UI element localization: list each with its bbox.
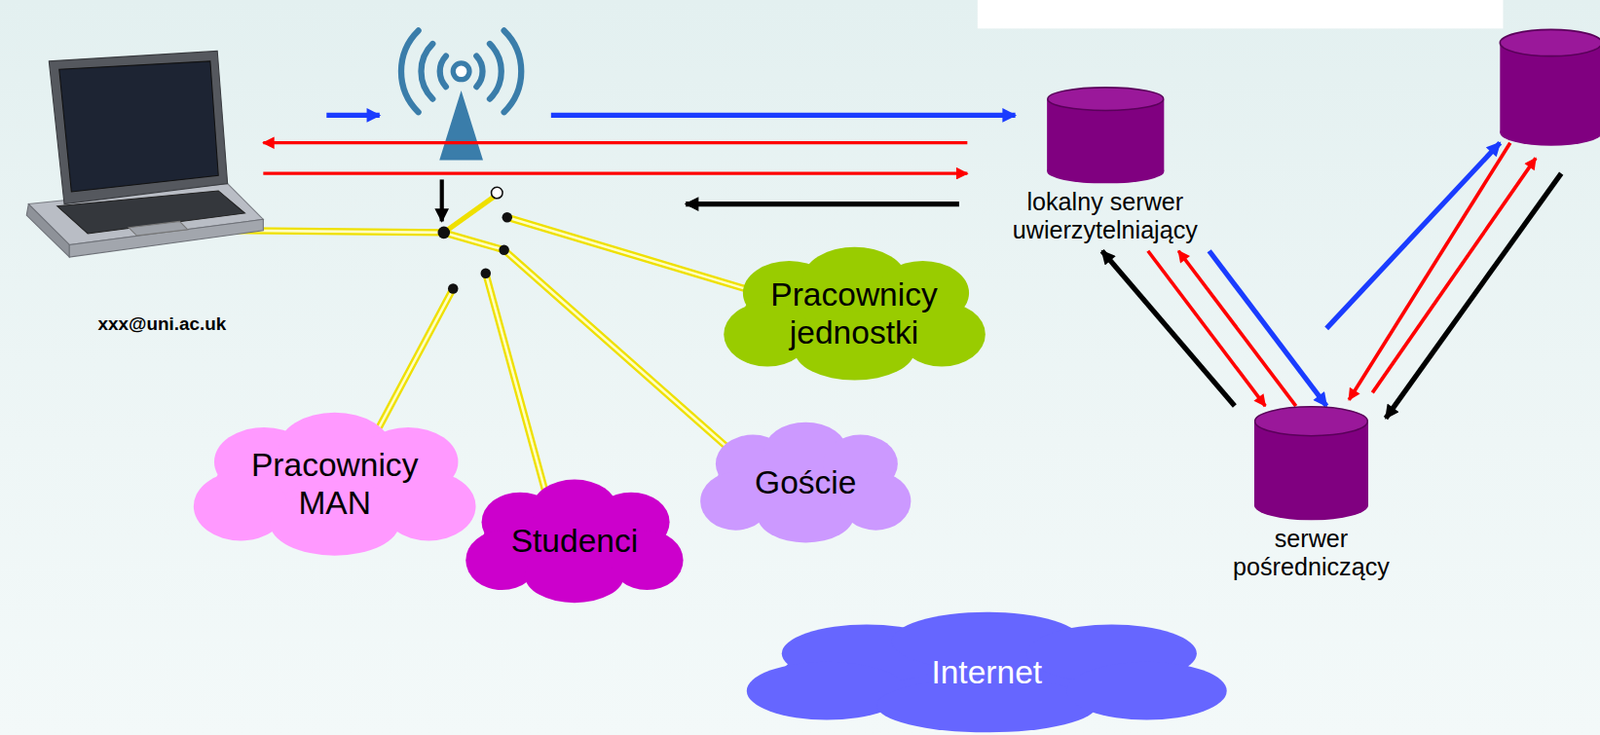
wire [236,230,445,233]
group-label: Goście [754,463,856,502]
switch-contact [502,212,513,223]
flow-arrow [326,112,379,118]
top-panel [977,0,1504,29]
server-label: lokalny serwer uwierzytelniający [995,187,1215,245]
cloud-lobe [1066,662,1227,721]
remote-server [1499,29,1600,146]
server-node: lokalny serwer uwierzytelniający [967,86,1243,252]
laptop-icon [7,50,263,352]
switch-contact-open [491,186,504,199]
switch-arm [444,232,505,251]
access-point [401,30,521,159]
flow-connector [1178,251,1297,407]
laptop-screen [59,61,219,192]
flow-arrow [1372,157,1536,393]
laptop-touchpad [128,221,188,236]
cylinder-top [1255,407,1369,437]
switch-contact [498,244,509,255]
group-label: Internet [930,653,1042,692]
group-cloud: Studenci [461,477,689,605]
group-label: Studenci [511,522,638,561]
server-label: serwer pośredniczący [1209,524,1414,582]
group-cloud: Pracownicy jednostki [717,244,991,382]
wire [444,196,494,233]
wire [504,250,736,455]
flow-connector [262,172,968,176]
wire [504,250,736,455]
server-node: serwer pośredniczący [1183,406,1439,589]
wire [485,273,550,506]
server-cylinder [1254,406,1369,521]
laptop-lid [48,50,227,204]
switch-arm [444,232,505,251]
flow-arrow [551,112,1016,118]
flow-arrow [685,201,960,207]
wave [401,30,419,112]
cylinder-bottom [1046,158,1165,184]
client-laptop: xxx@uni.ac.uk [7,50,263,352]
cylinder-bottom [1499,119,1600,147]
antenna-core [452,63,470,80]
cylinder-top [1499,29,1600,56]
group-cloud: Pracownicy MAN [187,409,483,559]
flow-arrow [440,179,445,222]
flow-connector [1102,251,1235,407]
server-cylinder [1046,86,1165,185]
wire [379,289,453,427]
wave [420,43,433,100]
antenna-mast [441,93,483,159]
cloud-shape [717,244,991,382]
wave [504,30,522,112]
wire [379,289,453,427]
group-label: Pracownicy jednostki [759,276,949,352]
group-cloud: Internet [737,610,1237,735]
flow-arrows [326,114,1562,418]
cylinder-bottom [1254,489,1369,521]
switch-contact [447,283,458,294]
flow-connector [262,141,968,145]
cylinder-top [1046,87,1163,112]
wire [236,230,445,233]
group-label: Pracownicy MAN [232,446,438,522]
group-cloud: Goście [696,420,916,546]
wire [485,273,550,506]
user-id-label: xxx@uni.ac.uk [98,314,227,336]
wave [489,43,502,100]
flow-connector [1209,251,1328,407]
wave [476,56,483,87]
wave [440,56,447,87]
switch-contact [481,268,491,279]
switch-pivot [438,226,451,240]
flow-arrow [1385,173,1562,418]
